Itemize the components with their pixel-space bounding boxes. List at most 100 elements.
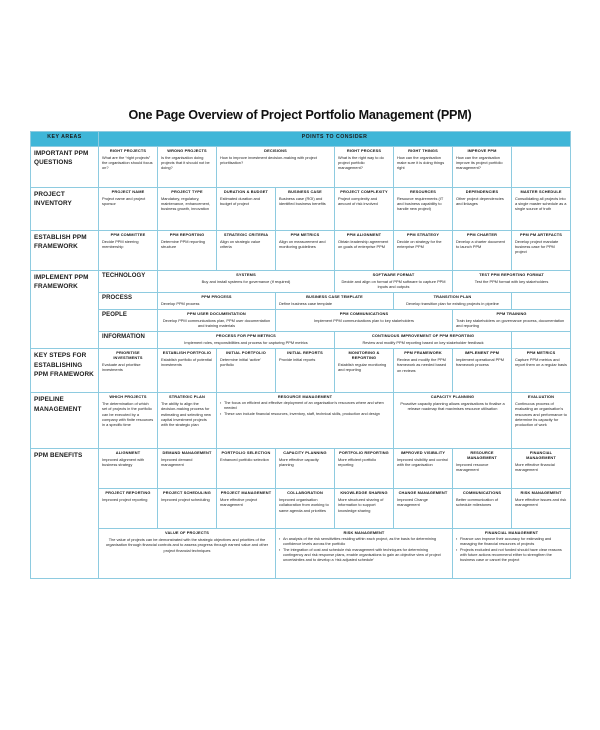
- cell-right-projects: RIGHT PROJECTS What are the “right proje…: [98, 146, 158, 188]
- cell-body: Align on measurement and monitoring guid…: [279, 238, 326, 250]
- cell-ppm-process: PPM PROCESS Develop PPM process: [157, 292, 276, 311]
- cell-title: CAPACITY PLANNING: [430, 394, 475, 400]
- cell-body: Develop project mandate business case fo…: [515, 238, 559, 255]
- list-item: Projects excluded and not funded should …: [456, 548, 567, 563]
- cell-title: WRONG PROJECTS: [167, 148, 207, 153]
- cell-body: Implement operational PPM framework proc…: [456, 357, 505, 368]
- cell-body: Proactive capacity planning allows organ…: [400, 401, 505, 412]
- list-item: The integration of cost and schedule ris…: [279, 548, 449, 563]
- cell-evaluation: EVALUATION Continuous process of evaluat…: [510, 392, 572, 450]
- table-row-project-inventory: PROJECT INVENTORY PROJECT NAME Project n…: [30, 187, 572, 231]
- cell-value-of-projects: VALUE OF PROJECTS The value of projects …: [98, 528, 276, 580]
- cell-continuous-improvement: CONTINUOUS IMPROVEMENT OF PPM REPORTING …: [334, 331, 512, 350]
- cell-ppm-metrics-capture: PPM METRICS Capture PPM metrics and repo…: [510, 348, 572, 394]
- cell-title: PPM CHARTER: [466, 232, 498, 237]
- cell-ppm-reporting: PPM REPORTING Determine PPM reporting st…: [157, 230, 217, 271]
- cell-benefit-knowledge-sharing: KNOWLEDGE SHARING More structured sharin…: [334, 488, 394, 530]
- cell-title: PPM REPORTING: [169, 232, 205, 237]
- cell-benefit-portfolio-reporting: PORTFOLIO REPORTING More efficient portf…: [334, 448, 394, 490]
- list-item: The focus on efficient and effective dep…: [220, 401, 390, 411]
- subrow-label-information: INFORMATION: [98, 331, 158, 350]
- cell-title: CHANGE MANAGEMENT: [398, 490, 448, 496]
- cell-benefit-project-scheduling: PROJECT SCHEDULING Improved project sche…: [157, 488, 217, 530]
- cell-title: FINANCIAL MANAGEMENT: [484, 530, 539, 536]
- cell-implement-ppm: IMPLEMENT PPM Implement operational PPM …: [452, 348, 512, 394]
- keyarea-ppm-benefits: PPM BENEFITS: [30, 448, 99, 580]
- cell-title: PPM COMMITTEE: [110, 232, 146, 237]
- cell-title: PROJECT MANAGEMENT: [220, 490, 272, 496]
- cell-body: The value of projects can be demonstrate…: [105, 537, 269, 553]
- cell-title: RIGHT PROJECTS: [109, 148, 147, 153]
- cell-title: MASTER SCHEDULE: [520, 189, 562, 194]
- cell-title: INITIAL PORTFOLIO: [226, 350, 266, 356]
- cell-body: How can the organisation make sure it is…: [397, 154, 445, 171]
- cell-body: Develop PPM process: [161, 301, 200, 307]
- cell-body: Obtain leadership agreement on goals of …: [338, 238, 389, 250]
- cell-body: How to improve investment decision-makin…: [220, 154, 317, 166]
- cell-body: Review and modify the PPM framework as n…: [397, 357, 447, 373]
- cell-body: Improved project reporting: [102, 497, 148, 503]
- cell-body: Project complexity and amount of risk in…: [338, 195, 378, 207]
- cell-title: PORTFOLIO SELECTION: [221, 450, 271, 456]
- keyarea-establish-framework: ESTABLISH PPM FRAMEWORK: [30, 230, 99, 271]
- cell-body: Other project dependencies and linkages: [456, 195, 504, 207]
- table-row-information: INFORMATION PROCESS FOR PPM METRICS Impl…: [31, 331, 572, 350]
- cell-body: Test the PPM format with key stakeholder…: [474, 278, 549, 284]
- cell-title: CONTINUOUS IMPROVEMENT OF PPM REPORTING: [371, 333, 475, 339]
- table-row-ppm-benefits-1: PPM BENEFITS ALIGNMENT Improved alignmen…: [30, 448, 572, 580]
- cell-body: The ability to align the decision-making…: [161, 401, 211, 427]
- cell-title: BUSINESS CASE TEMPLATE: [306, 294, 363, 300]
- cell-body: Determine initial ‘active’ portfolio: [220, 357, 261, 368]
- cell-title: PPM STRATEGY: [406, 232, 440, 237]
- cell-which-projects: WHICH PROJECTS The determination of whic…: [98, 392, 158, 450]
- cell-dependencies: DEPENDENCIES Other project dependencies …: [452, 187, 512, 231]
- cell-benefit-project-reporting: PROJECT REPORTING Improved project repor…: [98, 488, 158, 530]
- cell-body: Improved project scheduling: [161, 497, 210, 503]
- cell-title: RESOURCE MANAGEMENT: [467, 450, 497, 461]
- cell-body: Improved alignment with business strateg…: [102, 457, 145, 468]
- cell-title: CAPACITY PLANNING: [283, 450, 327, 456]
- cell-body: Establish regular monitoring and reporti…: [338, 362, 387, 373]
- cell-title: DECISIONS: [264, 148, 287, 153]
- cell-body: More efficient portfolio reporting: [338, 457, 377, 468]
- cell-financial-management-detail: FINANCIAL MANAGEMENT Finance can improve…: [451, 528, 572, 580]
- cell-body: Buy and install systems for governance (…: [201, 278, 291, 284]
- cell-body: Establish portfolio of potential investm…: [161, 357, 212, 368]
- cell-title: PPM METRICS: [290, 232, 320, 237]
- cell-title: PROJECT COMPLEXITY: [340, 189, 388, 194]
- cell-wrong-projects: WRONG PROJECTS Is the organisation doing…: [157, 146, 217, 188]
- cell-body: Determine PPM reporting structure: [161, 238, 205, 250]
- cell-title: TEST PPM REPORTING FORMAT: [479, 272, 544, 277]
- cell-title: BUSINESS CASE: [288, 189, 322, 194]
- subrow-label-people: PEOPLE: [98, 309, 158, 333]
- cell-title: PRIORITISE INVESTMENTS: [113, 350, 143, 361]
- table-row-technology: IMPLEMENT PPM FRAMEWORK TECHNOLOGY SYSTE…: [30, 269, 572, 350]
- cell-body: Decide on strategy for the enterprise PP…: [397, 238, 442, 250]
- cell-monitoring-reporting: MONITORING & REPORTING Establish regular…: [334, 348, 394, 394]
- cell-title: DURATION & BUDGET: [223, 189, 269, 194]
- cell-prioritise-investments: PRIORITISE INVESTMENTS Evaluate and prio…: [98, 348, 158, 394]
- cell-body: What is the right way to do project port…: [338, 154, 384, 171]
- cell-bullet-list: The focus on efficient and effective dep…: [220, 401, 390, 417]
- cell-title: ALIGNMENT: [115, 450, 141, 456]
- cell-body: Better communication of schedule milesto…: [456, 497, 498, 508]
- cell-benefit-financial-management: FINANCIAL MANAGEMENT More effective fina…: [510, 448, 572, 490]
- cell-title: EVALUATION: [527, 394, 555, 400]
- cell-title: PPM FRAMEWORK: [404, 350, 442, 356]
- cell-ppm-training: PPM TRAINING Train key stakeholders on g…: [451, 309, 572, 333]
- cell-empty: [510, 331, 572, 350]
- subrow-label-process: PROCESS: [98, 292, 158, 311]
- keyarea-important-questions: IMPORTANT PPM QUESTIONS: [30, 146, 99, 188]
- cell-benefit-demand-management: DEMAND MANAGEMENT Improved demand manage…: [157, 448, 217, 490]
- cell-title: PROJECT REPORTING: [105, 490, 151, 496]
- cell-body: Capture PPM metrics and report them on a…: [515, 357, 567, 368]
- cell-title: PROJECT NAME: [111, 189, 145, 194]
- cell-benefit-project-management: PROJECT MANAGEMENT More effective projec…: [216, 488, 276, 530]
- cell-right-process: RIGHT PROCESS What is the right way to d…: [334, 146, 394, 188]
- cell-duration-budget: DURATION & BUDGET Estimated duration and…: [216, 187, 276, 231]
- cell-title: PORTFOLIO REPORTING: [339, 450, 389, 456]
- cell-capacity-planning: CAPACITY PLANNING Proactive capacity pla…: [393, 392, 512, 450]
- cell-bullet-list: An analysis of the risk sensitivities re…: [279, 537, 449, 563]
- table-row-pipeline-management: PIPELINE MANAGEMENT WHICH PROJECTS The d…: [30, 392, 572, 450]
- cell-establish-portfolio: ESTABLISH PORTFOLIO Establish portfolio …: [157, 348, 217, 394]
